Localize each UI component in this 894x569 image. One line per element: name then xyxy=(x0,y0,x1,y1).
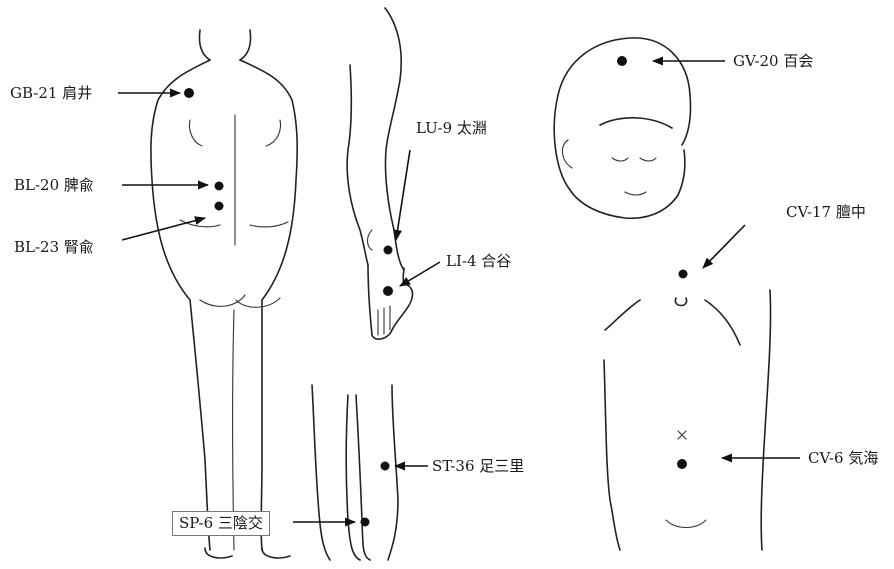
bl23-arrow xyxy=(122,218,205,240)
sp6-label: SP-6 三陰交 xyxy=(172,511,270,536)
gb21-point xyxy=(184,88,194,98)
gb21-label: GB-21 肩井 xyxy=(10,86,92,101)
bl23-label: BL-23 腎兪 xyxy=(14,240,94,255)
li4-point xyxy=(383,286,393,296)
arm-figure xyxy=(347,8,412,339)
cv17-arrow xyxy=(703,225,745,268)
lu9-point xyxy=(384,246,393,255)
bl20-label: BL-20 脾兪 xyxy=(14,178,94,193)
torso-figure xyxy=(604,290,771,550)
lower-legs-figure xyxy=(312,385,398,560)
gv20-label: GV-20 百会 xyxy=(733,54,813,69)
cv17-point xyxy=(679,270,688,279)
sp6-point xyxy=(361,518,370,527)
back-body-figure xyxy=(151,30,297,558)
cv17-label: CV-17 膻中 xyxy=(786,205,866,220)
gv20-point xyxy=(617,56,627,66)
bl23-point xyxy=(215,202,224,211)
st36-label: ST-36 足三里 xyxy=(432,459,524,474)
li4-arrow xyxy=(400,262,440,286)
cv6-label: CV-6 気海 xyxy=(808,451,878,466)
lu9-label: LU-9 太淵 xyxy=(416,121,487,136)
st36-point xyxy=(381,462,390,471)
li4-label: LI-4 合谷 xyxy=(446,254,511,269)
lu9-arrow xyxy=(396,150,410,240)
bl20-point xyxy=(215,182,224,191)
cv6-point xyxy=(677,459,687,469)
